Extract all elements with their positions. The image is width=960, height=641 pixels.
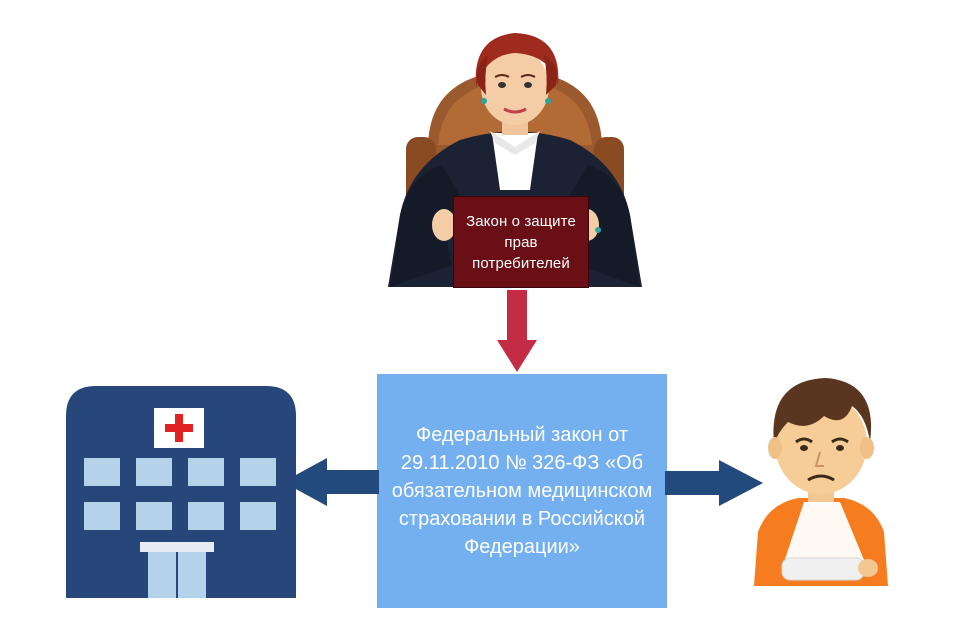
federal-law-text: Федеральный закон от 29.11.2010 № 326-ФЗ… <box>391 424 653 558</box>
injured-patient-icon <box>754 378 888 586</box>
arrow-left-icon <box>283 458 379 506</box>
hospital-icon <box>66 386 296 598</box>
law-book: Закон о защите прав потребителей <box>453 196 589 288</box>
federal-law-box: Федеральный закон от 29.11.2010 № 326-ФЗ… <box>377 374 667 608</box>
arrow-down-icon <box>497 290 537 372</box>
red-cross-icon <box>154 408 204 448</box>
arrow-right-icon <box>665 460 763 506</box>
law-book-label: Закон о защите прав потребителей <box>466 212 576 272</box>
